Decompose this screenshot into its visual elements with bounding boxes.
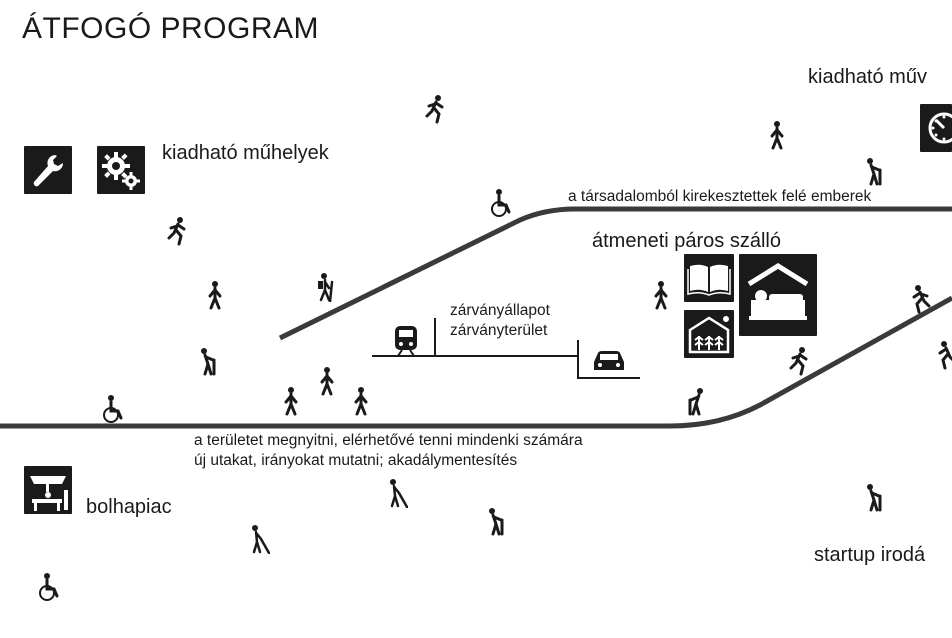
car-baseline bbox=[577, 356, 640, 379]
runner-icon bbox=[936, 340, 952, 370]
train-icon bbox=[392, 322, 420, 357]
walker-icon bbox=[280, 386, 302, 416]
runner-icon bbox=[788, 346, 810, 376]
enclave-bracket bbox=[372, 318, 579, 357]
walker-icon bbox=[316, 366, 338, 396]
hostel-label: átmeneti páros szálló bbox=[592, 230, 781, 252]
open-area-label-2: új utakat, irányokat mutatni; akadálymen… bbox=[194, 452, 518, 469]
elderly-cane-icon bbox=[862, 482, 884, 512]
elderly-cane-icon bbox=[862, 156, 884, 186]
enclave-label-1: zárványállapot bbox=[450, 302, 550, 319]
greenhouse-icon bbox=[684, 310, 734, 358]
open-area-label-1: a területet megnyitni, elérhetővé tenni … bbox=[194, 432, 583, 449]
workshops-label-right: kiadható műv bbox=[808, 66, 927, 88]
walker-icon bbox=[204, 280, 226, 310]
wheelchair-icon bbox=[36, 572, 62, 602]
lower-road-line bbox=[0, 295, 952, 429]
wheelchair-icon bbox=[100, 394, 126, 424]
wheelchair-icon bbox=[488, 188, 514, 218]
runner-icon bbox=[424, 94, 446, 124]
flea-market-label: bolhapiac bbox=[86, 496, 172, 518]
elderly-cane-icon bbox=[686, 386, 708, 416]
car-icon bbox=[592, 348, 626, 374]
elderly-cane-icon bbox=[484, 506, 506, 536]
clock-icon bbox=[920, 104, 952, 152]
market-stall-icon bbox=[24, 466, 72, 514]
blind-cane-icon bbox=[386, 478, 408, 508]
runner-icon bbox=[166, 216, 188, 246]
hiker-icon bbox=[314, 272, 336, 302]
runner-icon bbox=[910, 284, 932, 314]
wrench-icon bbox=[24, 146, 72, 194]
walker-icon bbox=[350, 386, 372, 416]
walker-icon bbox=[766, 120, 788, 150]
walker-icon bbox=[650, 280, 672, 310]
startup-label: startup irodá bbox=[814, 544, 926, 566]
bed-icon bbox=[739, 254, 817, 336]
page-title: ÁTFOGÓ PROGRAM bbox=[22, 12, 320, 45]
gears-icon bbox=[97, 146, 145, 194]
workshops-label: kiadható műhelyek bbox=[162, 142, 329, 164]
excluded-label: a társadalomból kirekesztettek felé embe… bbox=[568, 188, 872, 205]
upper-road-line bbox=[278, 206, 952, 341]
elderly-cane-icon bbox=[196, 346, 218, 376]
book-icon bbox=[684, 254, 734, 302]
enclave-label-2: zárványterület bbox=[450, 322, 548, 339]
blind-cane-icon bbox=[248, 524, 270, 554]
